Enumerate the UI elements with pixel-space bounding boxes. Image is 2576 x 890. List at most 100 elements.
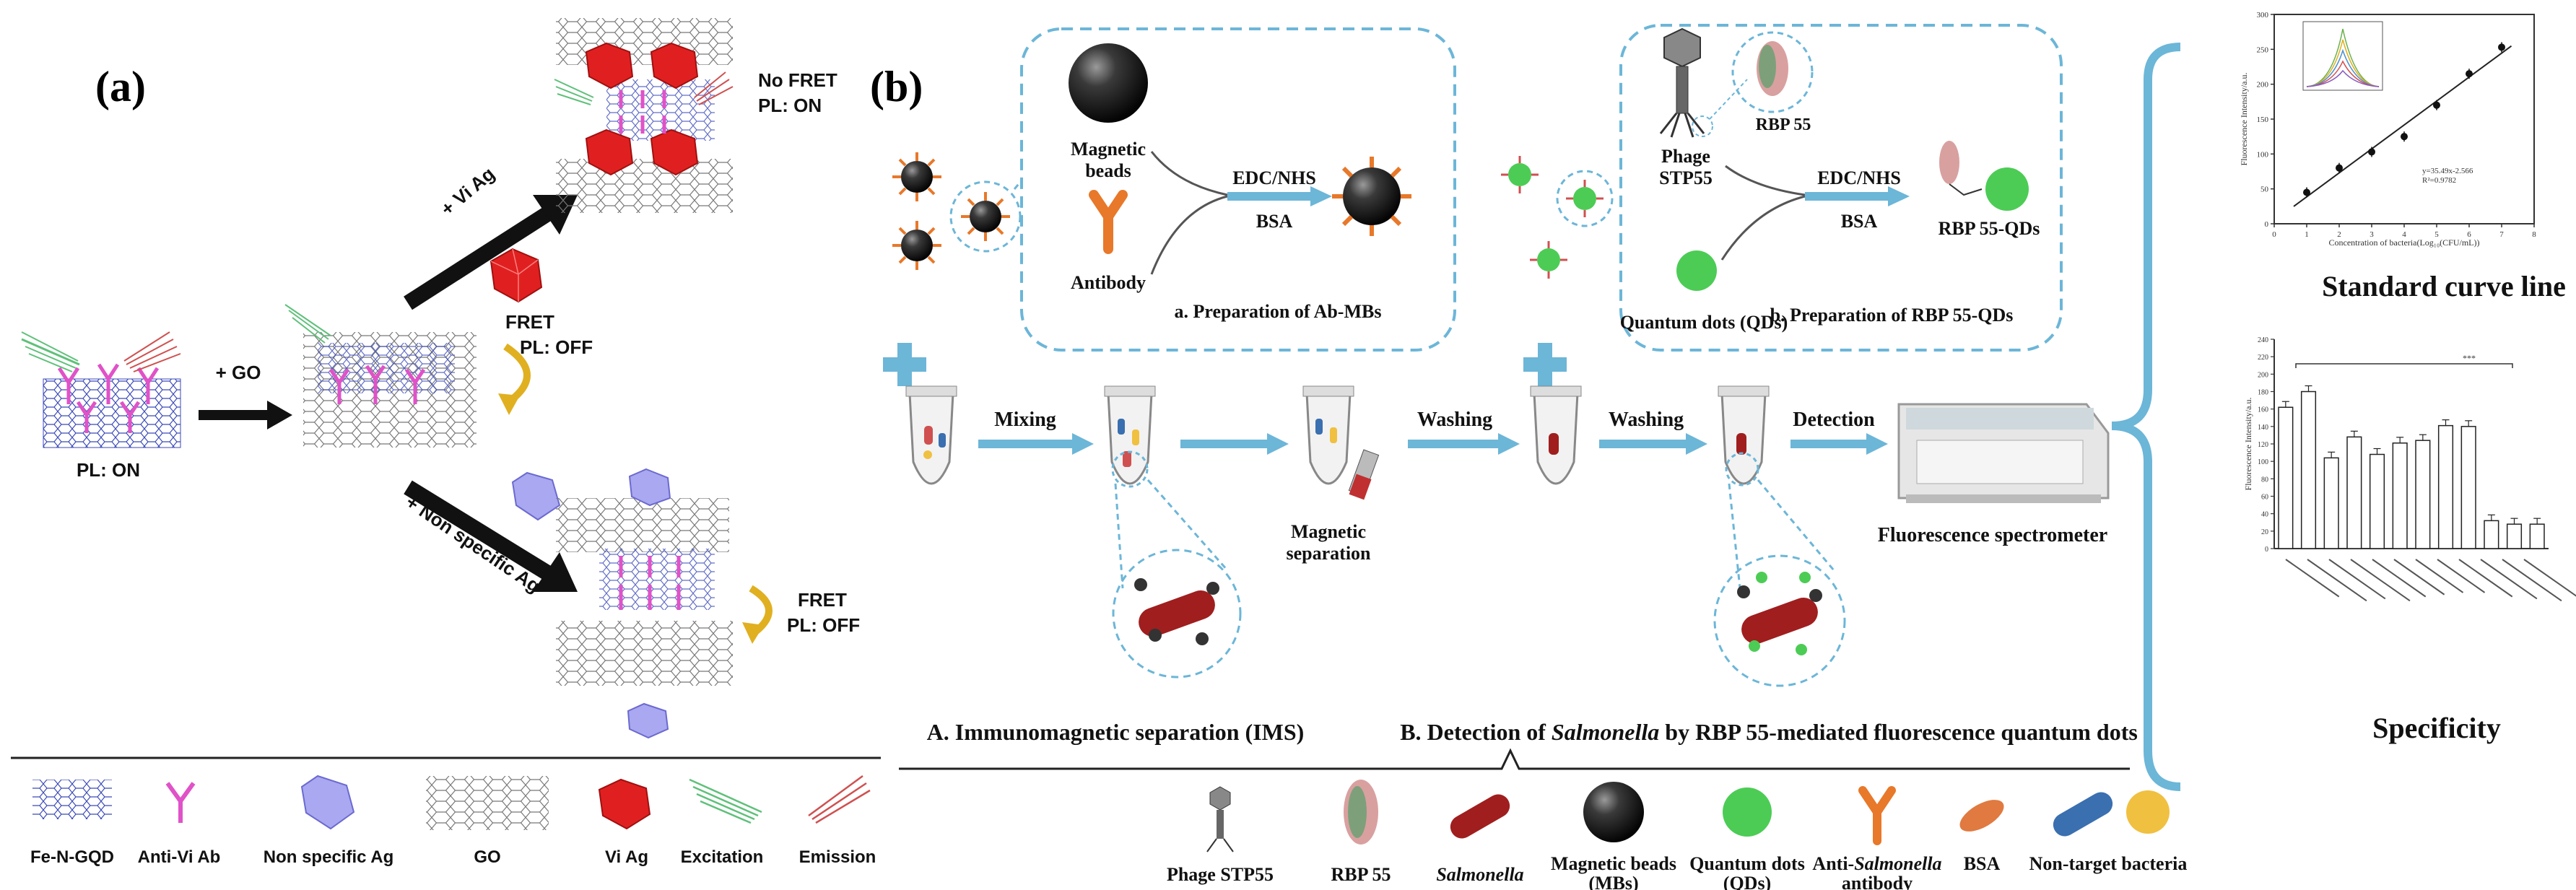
panel-b-label: (b)	[870, 63, 923, 110]
no-fret-complex	[556, 18, 733, 213]
qds-label: Quantum dots (QDs)	[1620, 312, 1788, 333]
std-ytick-label: 0	[2265, 220, 2269, 229]
legend-mb-2: (MBs)	[1588, 873, 1638, 890]
detection-label: Detection	[1793, 409, 1875, 431]
tube-5	[1718, 385, 1770, 487]
mixing-label: Mixing	[994, 409, 1056, 431]
std-point	[2368, 148, 2375, 156]
legend-excitation: Excitation	[681, 847, 764, 867]
vi-ag-icon	[489, 248, 543, 303]
std-xtick-label: 7	[2499, 230, 2504, 239]
legend-antibody-1: Anti-Salmonella	[1812, 853, 1941, 874]
plus-icon-b	[1523, 343, 1567, 386]
spec-ytick-label: 220	[2258, 354, 2268, 362]
nonspecific-arrow	[404, 480, 553, 581]
edc-nhs-b: EDC/NHS	[1817, 167, 1901, 188]
std-xtick-label: 1	[2305, 230, 2309, 239]
phage-icon	[1659, 27, 1705, 138]
std-fit-line	[2293, 45, 2512, 207]
spec-ytick-label: 120	[2258, 441, 2268, 449]
excitation-mid-icon	[284, 304, 331, 344]
fret-mid-label: FRET	[505, 311, 554, 333]
spec-ylabel: Fluorescence Intensity/a.u.	[2243, 398, 2253, 491]
excitation-icon	[21, 331, 80, 372]
bsa-a: BSA	[1256, 211, 1293, 232]
washing-label-1: Washing	[1417, 409, 1492, 431]
emission-icon	[123, 331, 181, 372]
stp55-label: STP55	[1659, 167, 1713, 188]
zoom-detect-circle	[1713, 554, 1846, 687]
legend-antibody-2: antibody	[1842, 873, 1913, 890]
rbp55-qds-label: RBP 55-QDs	[1938, 218, 2040, 239]
spec-ytick-label: 60	[2261, 494, 2268, 502]
spec-ytick-label: 180	[2258, 389, 2268, 397]
spec-bar	[2415, 440, 2431, 549]
prep-ab-mbs-caption: a. Preparation of Ab-MBs	[1175, 301, 1382, 322]
fluorescence-spectrometer-icon	[1897, 403, 2110, 503]
standard-curve-heading: Standard curve line	[2322, 270, 2566, 302]
std-point	[2303, 188, 2310, 196]
std-xtick-label: 2	[2337, 230, 2341, 239]
pl-off-mid-label: PL: OFF	[520, 336, 593, 358]
legend-qd-1: Quantum dots	[1689, 853, 1805, 874]
std-xlabel: Concentration of bacteria(Log₁₀(CFU/mL))	[2329, 237, 2480, 248]
phage-label: Phage	[1661, 146, 1710, 167]
std-equation: y=35.49x-2.566	[2422, 167, 2473, 175]
std-xtick-label: 0	[2272, 230, 2276, 239]
spec-ytick-label: 40	[2261, 511, 2268, 519]
std-point	[2336, 164, 2343, 172]
panel-b-legend: Phage STP55 RBP 55 Salmonella Magnetic b…	[1167, 780, 2187, 890]
panel-a-legend: Fe-N-GQD Anti-Vi Ab Non specific Ag GO V…	[11, 756, 881, 867]
fe-n-gqd-free	[43, 363, 181, 448]
spec-bar	[2392, 442, 2408, 549]
std-point	[2401, 133, 2408, 141]
legend-nontarget: Non-target bacteria	[2029, 853, 2188, 874]
spec-bar	[2369, 453, 2385, 549]
std-ytick-label: 300	[2257, 11, 2269, 19]
fret-bottom-label: FRET	[798, 589, 847, 611]
std-ytick-label: 200	[2257, 81, 2269, 90]
plus-go-label: + GO	[216, 362, 261, 383]
spec-sig-label: ***	[2463, 353, 2476, 363]
section-a-label: A. Immunomagnetic separation (IMS)	[927, 719, 1305, 745]
std-point	[2433, 101, 2440, 109]
tube-1	[905, 385, 957, 485]
std-r2: R²=0.9782	[2422, 176, 2456, 185]
spectrometer-label: Fluorescence spectrometer	[1878, 524, 2108, 546]
zoom-ims-circle	[1112, 549, 1242, 679]
washing-label-2: Washing	[1609, 409, 1684, 431]
prep-rbp-qds-caption: b. Preparation of RBP 55-QDs	[1770, 305, 2014, 326]
tube-3	[1302, 385, 1380, 500]
antibody-icon	[1089, 190, 1128, 254]
std-xtick-label: 4	[2402, 230, 2406, 239]
std-inset-spectra	[2302, 21, 2383, 91]
antibody-label: Antibody	[1071, 272, 1146, 293]
spec-bar	[2506, 523, 2523, 549]
no-fret-label: No FRET	[758, 69, 837, 91]
legend-mb-1: Magnetic beads	[1551, 853, 1676, 874]
separation-label: separation	[1287, 543, 1372, 564]
salmonella-captured	[1134, 578, 1219, 645]
emission-top-icon	[694, 71, 734, 105]
tube-4	[1530, 385, 1582, 485]
std-points	[2303, 42, 2505, 198]
std-point	[2466, 70, 2473, 78]
spec-ytick-label: 80	[2261, 476, 2268, 484]
std-ytick-label: 250	[2257, 45, 2269, 54]
go-sheet-mid	[303, 332, 477, 448]
legend-vi-ag: Vi Ag	[605, 847, 648, 867]
section-bracket	[899, 748, 2130, 770]
prep-ab-mbs-box	[1020, 27, 1456, 352]
spec-bar	[2278, 406, 2294, 549]
spec-ytick-label: 20	[2261, 528, 2268, 536]
prep-rbp-qds-box	[1619, 24, 2063, 352]
spec-ytick-label: 160	[2258, 406, 2268, 414]
tube-2	[1104, 385, 1156, 488]
legend-non-specific-ag: Non specific Ag	[264, 847, 393, 867]
salmonella-labeled	[1737, 572, 1822, 655]
legend-fe-n-gqd: Fe-N-GQD	[30, 847, 114, 867]
spec-bar	[2460, 426, 2476, 549]
section-b-label: B. Detection of Salmonella by RBP 55-med…	[1400, 719, 2138, 745]
